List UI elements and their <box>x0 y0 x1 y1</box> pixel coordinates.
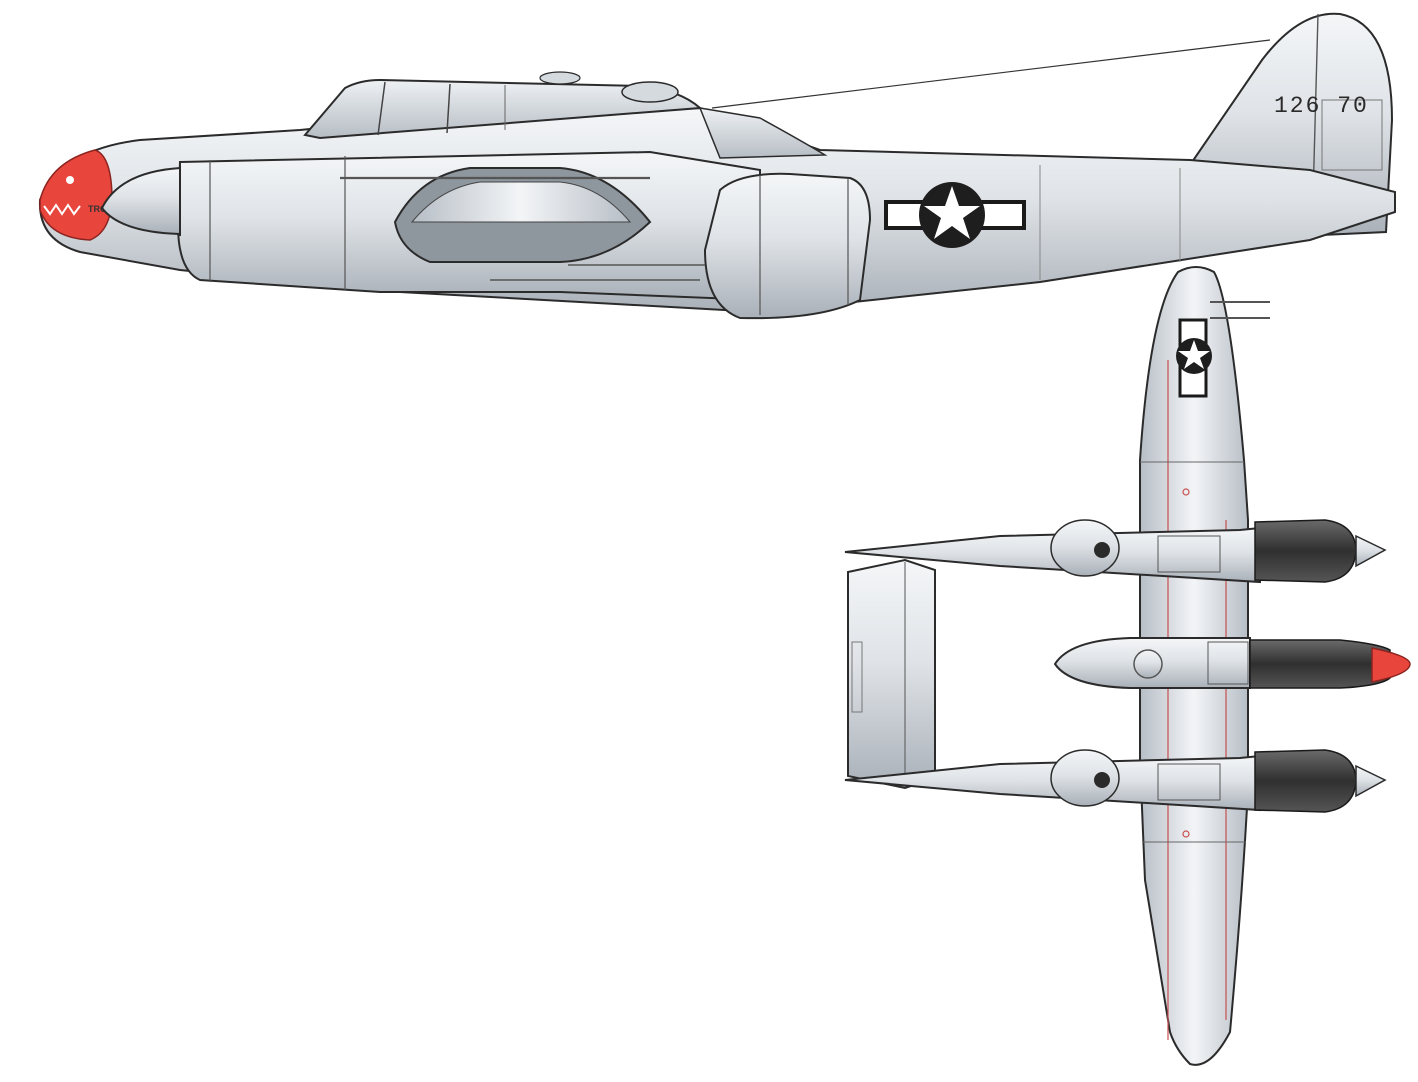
tail-serial: 126 70 <box>1274 93 1369 119</box>
side-view: 126 70 TRON <box>38 12 1396 320</box>
nose-art-text: TRON <box>88 204 114 214</box>
central-red-nose <box>1371 647 1411 683</box>
propeller-spinner <box>100 166 181 236</box>
horizontal-tail <box>847 558 936 790</box>
central-dark-section <box>1249 639 1391 689</box>
top-view <box>844 266 1411 1066</box>
shark-mouth-nose-art <box>39 149 113 241</box>
lower-engine-cowling <box>1254 749 1357 813</box>
star-and-bar-insignia <box>884 182 1026 248</box>
rear-engine-housing <box>703 172 872 320</box>
rear-cockpit <box>698 107 828 159</box>
antenna-wire <box>711 39 1271 109</box>
upper-engine-cowling <box>1254 519 1357 583</box>
wing-insignia <box>1176 318 1212 398</box>
